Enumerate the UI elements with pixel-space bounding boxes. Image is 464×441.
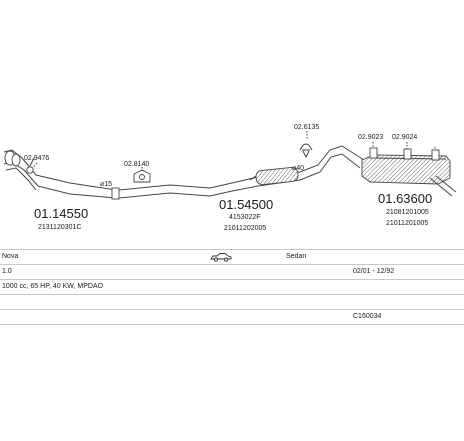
clamp-drawing — [299, 143, 313, 159]
rear-silencer-oem-number-1: 21081201005 — [386, 209, 429, 216]
rear-silencer-part-number: 01.63600 — [378, 191, 432, 206]
centre-cat-oem-number-1: 4153022F — [229, 214, 261, 221]
car-icon — [210, 253, 232, 262]
table-row-engine: 1.0 02/01 - 12/92 — [0, 264, 464, 279]
hanger-drawing — [133, 169, 151, 183]
front-pipe-gasket-label: 02.9476 — [24, 155, 49, 162]
exhaust-system-diagram: 02.9476 ⌀15 01.14550 2131120301C 02.8140… — [3, 124, 457, 232]
engine-spec: 1000 cc, 65 HP, 40 KW, MPDAO — [2, 283, 104, 290]
table-row-spec: 1000 cc, 65 HP, 40 KW, MPDAO — [0, 279, 464, 294]
clamp-part-label: 02.6135 — [294, 124, 319, 131]
table-row-blank — [0, 294, 464, 309]
vehicle-info-table: Nova Sedan 1.0 02/01 - 12/92 1000 cc, 65… — [0, 249, 464, 325]
model-name: Nova — [2, 253, 19, 260]
body-type: Sedan — [286, 253, 307, 260]
front-pipe-oem-number: 2131120301C — [38, 224, 81, 231]
front-pipe-part-number: 01.14550 — [34, 206, 88, 221]
centre-cat-oem-number-2: 21011202005 — [224, 225, 266, 232]
gasket-drawing — [26, 157, 35, 174]
leader-lines — [32, 131, 436, 171]
engine-size: 1.0 — [2, 268, 12, 275]
production-dates: 02/01 - 12/92 — [353, 268, 395, 275]
hanger-2-part-label: 02.9024 — [392, 134, 417, 141]
rear-pipe-diameter-label: ⌀40 — [292, 165, 304, 172]
centre-cat-part-number: 01.54500 — [219, 197, 273, 212]
centre-pipe-drawing — [118, 145, 365, 199]
catalogue-code: C160034 — [353, 313, 382, 320]
rear-silencer-oem-number-2: 21011201005 — [386, 220, 428, 227]
table-row-code: C160034 — [0, 309, 464, 325]
rear-silencer-drawing — [361, 147, 457, 197]
table-row-model: Nova Sedan — [0, 249, 464, 264]
hanger-1-part-label: 02.9023 — [358, 134, 383, 141]
front-pipe-diameter-label: ⌀15 — [100, 181, 112, 188]
hanger-part-label: 02.8140 — [124, 161, 149, 168]
front-pipe-drawing — [3, 149, 120, 200]
